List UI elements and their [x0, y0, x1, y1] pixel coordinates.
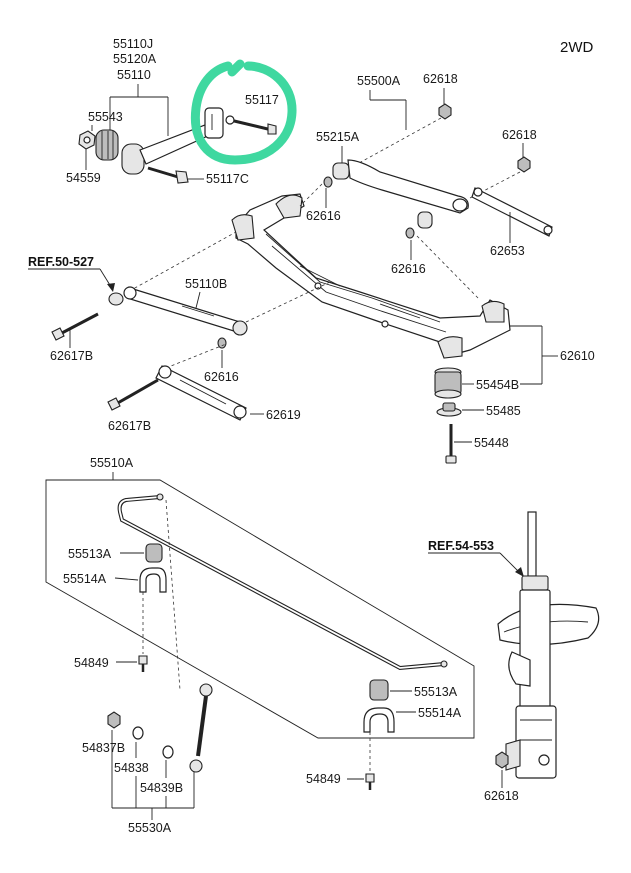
part-55513A-bushing-right[interactable]: [369, 679, 389, 701]
ref-54-553[interactable]: REF.54-553: [428, 539, 494, 553]
part-strut-assembly[interactable]: [497, 511, 600, 779]
part-62617B-bolt-a[interactable]: [51, 312, 99, 341]
part-54849-bolt-right[interactable]: [365, 773, 375, 790]
label-55543: 55543: [88, 110, 123, 124]
axis-link-left: [165, 499, 181, 691]
part-55510A-stabilizer-bar[interactable]: [117, 493, 448, 671]
variant-label: 2WD: [560, 39, 594, 56]
label-62617B-b: 62617B: [108, 419, 151, 433]
part-55530A-stabilizer-link[interactable]: [189, 683, 213, 773]
label-62616-a: 62616: [306, 209, 341, 223]
label-55514A-right: 55514A: [418, 706, 462, 720]
part-55117-bolt[interactable]: [225, 115, 277, 135]
label-55530A: 55530A: [128, 821, 172, 835]
part-62618-nut-top[interactable]: [438, 103, 452, 120]
part-55454B-mount[interactable]: [434, 367, 462, 399]
part-62617B-bolt-b[interactable]: [107, 378, 159, 411]
part-54559-nut[interactable]: [78, 130, 96, 150]
label-54839B: 54839B: [140, 781, 183, 795]
label-54559: 54559: [66, 171, 101, 185]
label-54838: 54838: [114, 761, 149, 775]
label-55215A: 55215A: [316, 130, 360, 144]
leader-55514A-left: [114, 577, 139, 581]
highlight-circle-tip: [227, 59, 245, 77]
label-62616-c: 62616: [204, 370, 239, 384]
axis-55110B: [245, 281, 331, 323]
axis-62618-top: [349, 117, 442, 169]
axis-crossmember-left: [299, 183, 323, 207]
part-62616-washer-c[interactable]: [217, 337, 227, 349]
part-55513A-bushing-left[interactable]: [145, 543, 163, 563]
highlight-circle: [190, 61, 297, 165]
part-54849-bolt-left[interactable]: [138, 655, 148, 672]
part-55110B-arm[interactable]: [123, 286, 248, 336]
label-55110J: 55110J: [113, 37, 153, 51]
part-55500A-lateral-arm[interactable]: [347, 159, 469, 229]
part-55117C-bolt[interactable]: [147, 166, 189, 184]
leader-55110B: [195, 291, 201, 309]
label-55110B: 55110B: [185, 277, 227, 291]
ref-54-553-arrow: [515, 567, 524, 577]
label-62619: 62619: [266, 408, 301, 422]
part-55215A-bushing[interactable]: [332, 162, 350, 180]
label-62653: 62653: [490, 244, 525, 258]
part-ref-bushing[interactable]: [108, 292, 124, 306]
label-55120A: 55120A: [113, 52, 157, 66]
part-54839B-washer[interactable]: [162, 745, 174, 759]
axis-62619: [165, 343, 227, 369]
label-55513A-right: 55513A: [414, 685, 458, 699]
label-55448: 55448: [474, 436, 509, 450]
label-55514A-left: 55514A: [63, 572, 107, 586]
ref-50-527[interactable]: REF.50-527: [28, 255, 94, 269]
label-55117: 55117: [245, 93, 279, 107]
label-62618-strut: 62618: [484, 789, 519, 803]
part-62618-nut-right[interactable]: [517, 156, 531, 173]
part-62616-washer-b[interactable]: [405, 227, 415, 239]
part-62653-link[interactable]: [471, 187, 553, 237]
part-62618-nut-strut[interactable]: [495, 751, 509, 769]
label-55117C: 55117C: [206, 172, 249, 186]
label-62616-b: 62616: [391, 262, 426, 276]
label-55485: 55485: [486, 404, 521, 418]
label-55454B: 55454B: [476, 378, 519, 392]
label-54849-right: 54849: [306, 772, 341, 786]
label-62618-right: 62618: [502, 128, 537, 142]
label-55510A: 55510A: [90, 456, 134, 470]
label-54837B: 54837B: [82, 741, 125, 755]
part-55543-bushing[interactable]: [95, 129, 119, 161]
part-62610-crossmember[interactable]: [231, 193, 511, 359]
label-55110: 55110: [117, 68, 151, 82]
part-62619-link[interactable]: [155, 365, 247, 421]
ref-50-527-arrow: [107, 283, 115, 292]
part-55514A-bracket-left[interactable]: [139, 567, 167, 593]
part-55514A-bracket-right[interactable]: [363, 707, 395, 733]
part-55485-washer[interactable]: [436, 402, 462, 417]
label-55500A: 55500A: [357, 74, 401, 88]
label-55513A-left: 55513A: [68, 547, 112, 561]
group-box-55510A: [45, 479, 475, 739]
label-54849-left: 54849: [74, 656, 109, 670]
label-62610: 62610: [560, 349, 595, 363]
part-55448-bolt[interactable]: [445, 424, 457, 464]
axis-crossmember-right: [416, 235, 481, 301]
part-54837B-nut[interactable]: [107, 711, 121, 729]
label-62617B-a: 62617B: [50, 349, 93, 363]
label-62618-top: 62618: [423, 72, 458, 86]
part-62616-washer-a[interactable]: [323, 176, 333, 188]
part-54838-washer[interactable]: [132, 726, 144, 740]
part-55110-trailing-arm[interactable]: [121, 107, 224, 175]
